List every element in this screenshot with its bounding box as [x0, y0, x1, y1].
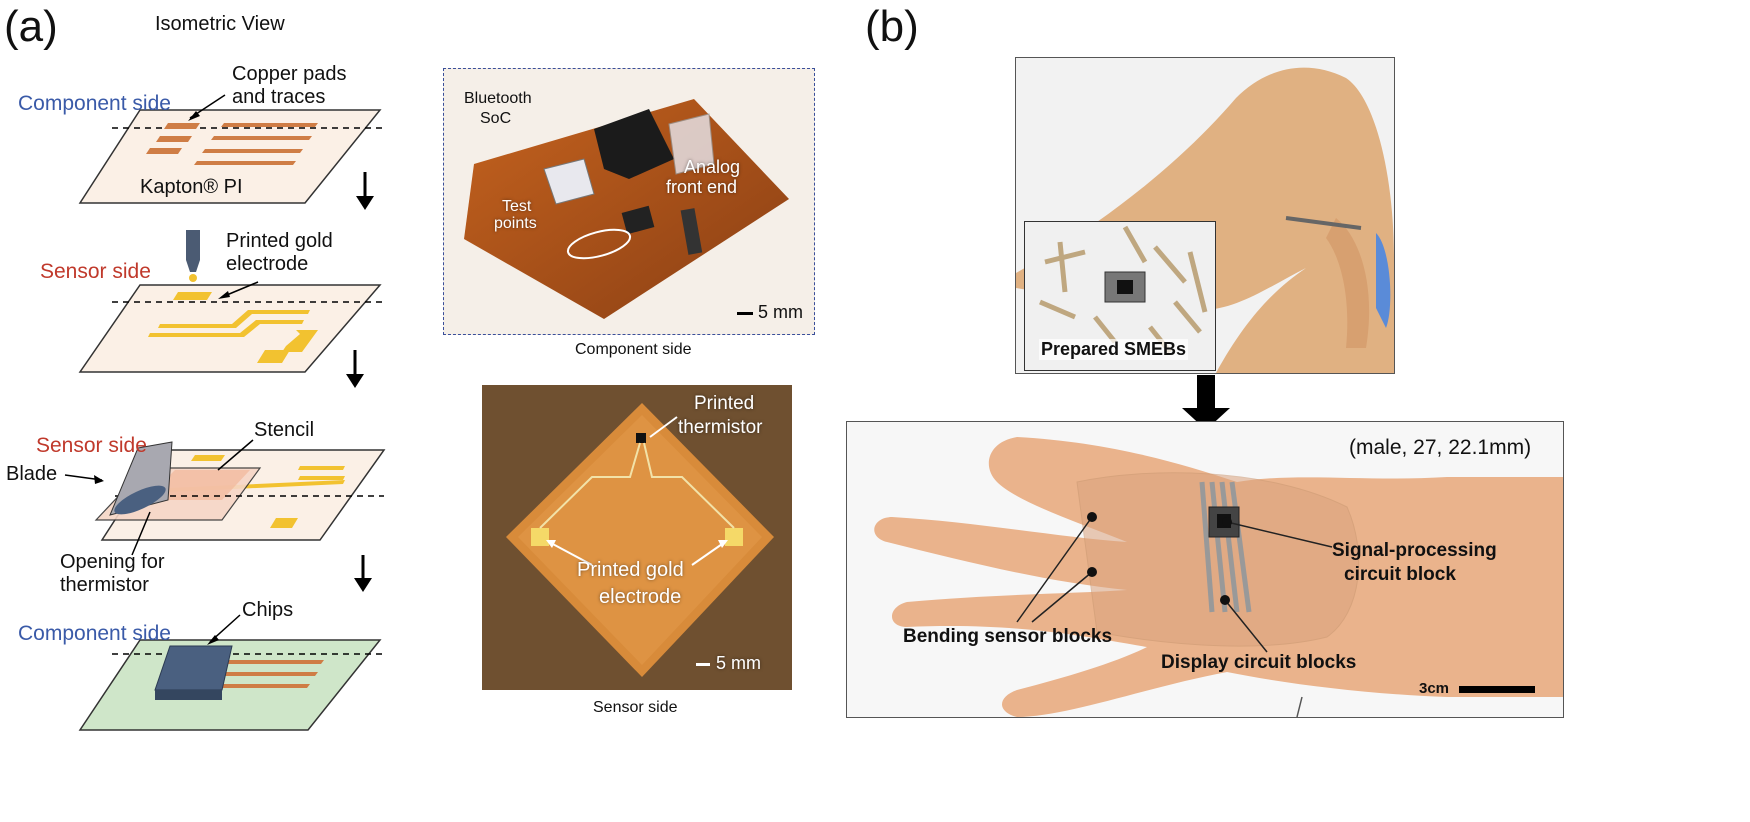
gold-electrode [148, 292, 318, 363]
analog-label-1: Analog [684, 157, 741, 177]
scale-bar-hand [1459, 686, 1535, 693]
test-label-1: Test [502, 198, 532, 215]
panel-a-label: (a) [4, 2, 58, 51]
component-sheet-green [78, 639, 382, 731]
sensor-sheet-1 [78, 284, 382, 373]
sensor-sheet-2 [100, 449, 386, 541]
display-blocks-label: Display circuit blocks [1161, 652, 1357, 673]
copper-traces [146, 123, 318, 165]
scale-label-hand: 3cm [1419, 680, 1450, 697]
printed-gold-label-2: electrode [226, 253, 309, 275]
stencil-label: Stencil [254, 419, 315, 441]
test-label-2: points [494, 215, 537, 232]
panel-b-label: (b) [865, 2, 919, 51]
bluetooth-label-2: SoC [480, 110, 512, 127]
sensor-side-photo: Printed thermistor Printed gold electrod… [482, 385, 792, 690]
chips-label: Chips [242, 599, 294, 621]
copper-pads-label-1: Copper pads [232, 63, 347, 85]
subject-info-label: (male, 27, 22.1mm) [1349, 436, 1532, 459]
scale-label-component: 5 mm [758, 302, 803, 322]
electrode-label-1: Printed gold [577, 559, 684, 581]
isometric-view-title: Isometric View [155, 13, 285, 35]
opening-label-1: Opening for [60, 551, 165, 573]
printed-gold-label-1: Printed gold [226, 230, 333, 252]
scale-label-sensor: 5 mm [716, 653, 761, 673]
blade-label: Blade [6, 463, 58, 485]
scale-bar-sensor [696, 663, 710, 666]
step1-side-label: Component side [18, 92, 171, 115]
analog-label-2: front end [666, 177, 738, 197]
smeb-inset: Prepared SMEBs [1024, 221, 1216, 371]
prepared-smebs-label: Prepared SMEBs [1039, 339, 1189, 360]
opening [114, 485, 166, 515]
scale-bar-component [737, 312, 753, 315]
copper-pads-label-2: and traces [232, 86, 326, 108]
component-side-photo: Bluetooth SoC Analog front end Test poin… [443, 68, 815, 335]
printer-nozzle [186, 230, 200, 260]
stencil [94, 467, 262, 521]
signal-block-label-2: circuit block [1344, 564, 1456, 585]
thermistor-label-2: thermistor [678, 417, 763, 438]
opening-label-2: thermistor [60, 574, 149, 596]
hand-photo-top: Prepared SMEBs [1015, 57, 1395, 374]
battery-holder [594, 109, 674, 179]
step2-side-label: Sensor side [40, 260, 151, 283]
bending-blocks-label: Bending sensor blocks [903, 626, 1113, 647]
thermistor-label-1: Printed [694, 393, 755, 414]
component-side-caption: Component side [575, 341, 692, 358]
chip [154, 645, 233, 691]
step3-side-label: Sensor side [36, 434, 147, 457]
hand-photo-bottom: (male, 27, 22.1mm) Signal-processing cir… [846, 421, 1564, 718]
kapton-label: Kapton® PI [140, 176, 243, 198]
electrode-label-2: electrode [599, 586, 682, 608]
sensor-side-caption: Sensor side [593, 699, 678, 716]
signal-block-label-1: Signal-processing [1332, 540, 1497, 561]
bluetooth-label-1: Bluetooth [464, 90, 532, 107]
step4-side-label: Component side [18, 622, 171, 645]
